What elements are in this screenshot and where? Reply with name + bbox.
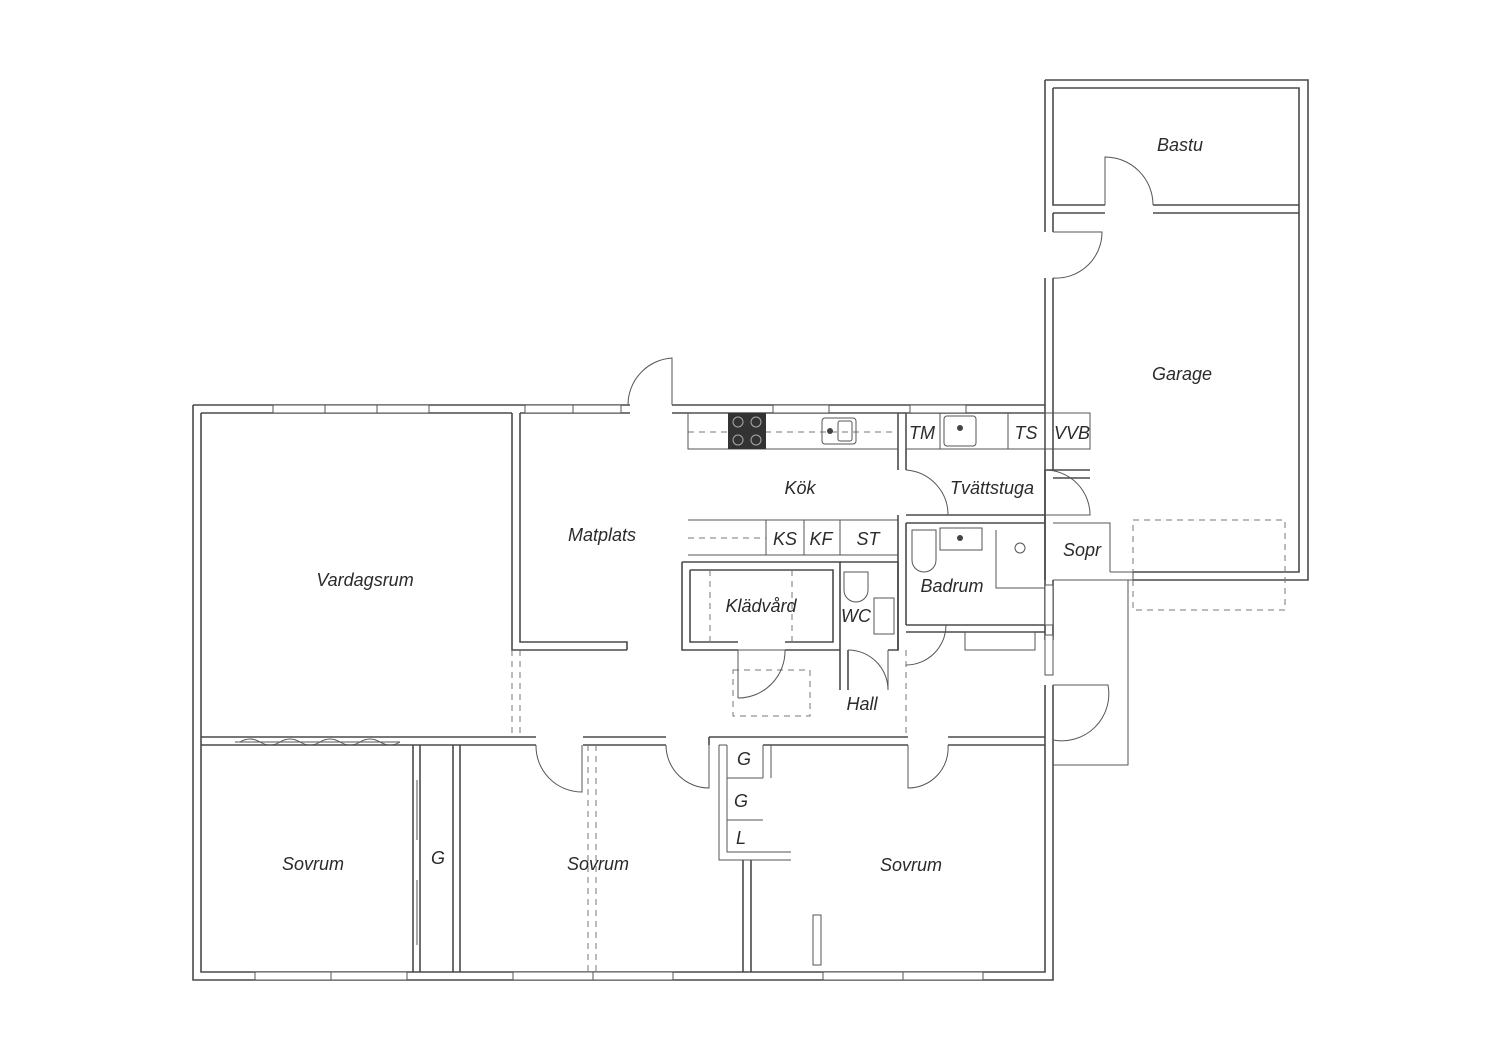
kitchen-counter (687, 412, 1091, 450)
room-label-sopr: Sopr (1063, 540, 1102, 560)
fixture-label-g-closet-2: G (734, 791, 748, 811)
room-label-kok: Kök (784, 478, 816, 498)
bath-bench-icon (964, 631, 1036, 651)
room-label-kladvard: Klädvård (725, 596, 797, 616)
toilet-icon (911, 529, 937, 573)
bathroom-fixtures (843, 527, 1045, 651)
laundry-sink-icon (943, 415, 977, 447)
fixture-label-vvb: VVB (1054, 423, 1090, 443)
basin-icon (939, 527, 983, 551)
room-label-matplats: Matplats (568, 525, 636, 545)
fixture-label-g-closet-1: G (737, 749, 751, 769)
stove-icon (728, 413, 766, 449)
fixture-label-tm: TM (909, 423, 935, 443)
room-label-hall: Hall (846, 694, 878, 714)
windows (254, 404, 1054, 981)
fixture-label-ks: KS (773, 529, 797, 549)
wc-toilet-icon (843, 571, 869, 603)
room-label-vardagsrum: Vardagsrum (316, 570, 413, 590)
room-label-badrum: Badrum (920, 576, 983, 596)
room-label-sovrum-1: Sovrum (282, 854, 344, 874)
fixture-label-kf: KF (809, 529, 833, 549)
shower-icon (1014, 542, 1026, 554)
doors (535, 156, 1154, 793)
labels: Bastu Garage Kök Tvättstuga Matplats Var… (282, 135, 1212, 875)
dashed-lines (511, 431, 907, 972)
sink-icon (821, 417, 857, 445)
outer-walls (192, 404, 1054, 981)
fixture-label-st: ST (856, 529, 881, 549)
fixture-label-l-closet: L (736, 828, 746, 848)
room-label-sovrum-2: Sovrum (567, 854, 629, 874)
room-label-bastu: Bastu (1157, 135, 1203, 155)
room-label-wc: WC (841, 606, 872, 626)
wardrobe-rail (235, 738, 418, 945)
fixture-label-g-wardrobe: G (431, 848, 445, 868)
room-label-garage: Garage (1152, 364, 1212, 384)
room-label-tvattstuga: Tvättstuga (950, 478, 1034, 498)
fixture-label-ts: TS (1014, 423, 1037, 443)
wc-basin-icon (873, 597, 895, 635)
room-label-sovrum-3: Sovrum (880, 855, 942, 875)
